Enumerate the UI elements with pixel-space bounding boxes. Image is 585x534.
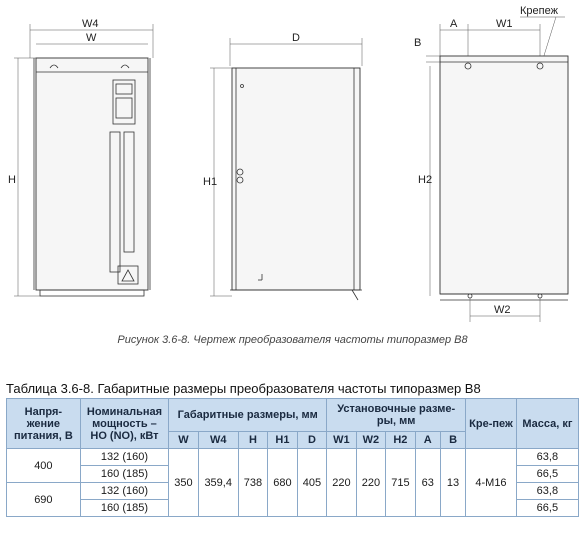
front-view: W4 W H: [8, 18, 154, 297]
voltage-cell: 400: [6, 448, 81, 483]
back-mount-label: Крепеж: [520, 5, 559, 17]
header-mounting: Установочные разме-ры, мм: [326, 398, 467, 432]
back-w2-label: W2: [494, 304, 511, 316]
table-subheader-row: W W4 H H1 D W1 W2 H2 A B: [7, 431, 579, 449]
side-h1-label: H1: [203, 176, 217, 188]
dim-a-cell: 63: [414, 448, 441, 517]
back-a-label: A: [450, 18, 458, 30]
mass-cell: 66,5: [515, 499, 580, 517]
table-row: 400 132 (160) 350 359,4 738 680 405 220 …: [6, 448, 580, 517]
subheader-w4: W4: [197, 431, 239, 449]
dim-h1-cell: 680: [267, 448, 298, 517]
subheader-w: W: [168, 431, 199, 449]
dim-b-cell: 13: [439, 448, 467, 517]
subheader-h2: H2: [385, 431, 416, 449]
subheader-w2: W2: [355, 431, 387, 449]
header-fastener: Кре-пеж: [465, 398, 517, 449]
power-cell: 160 (185): [79, 465, 170, 483]
back-h2-label: H2: [418, 174, 432, 186]
dim-w2-cell: 220: [355, 448, 387, 517]
dim-h-cell: 738: [237, 448, 269, 517]
header-mass: Масса, кг: [515, 398, 580, 449]
mass-cell: 63,8: [515, 448, 580, 466]
mass-cell: 63,8: [515, 482, 580, 500]
back-view: A W1 Крепеж B H2 W2: [414, 5, 569, 322]
dim-h2-cell: 715: [385, 448, 416, 517]
dim-d-cell: 405: [296, 448, 328, 517]
power-cell: 132 (160): [79, 448, 170, 466]
front-h-label: H: [8, 174, 16, 186]
front-w-label: W: [86, 32, 97, 44]
header-voltage: Напря-жение питания, В: [6, 398, 81, 449]
back-b-label: B: [414, 37, 421, 49]
side-d-label: D: [292, 32, 300, 44]
subheader-d: D: [296, 431, 328, 449]
dim-w1-cell: 220: [326, 448, 357, 517]
dimensions-table: Напря-жение питания, В Номинальная мощно…: [6, 398, 580, 517]
voltage-cell: 690: [6, 482, 81, 517]
table-title: Таблица 3.6-8. Габаритные размеры преобр…: [6, 381, 481, 396]
power-cell: 160 (185): [79, 499, 170, 517]
table-row: 160 (185) 66,5: [7, 499, 580, 517]
mass-cell: 66,5: [515, 465, 580, 483]
fastener-cell: 4-М16: [465, 448, 517, 517]
back-w1-label: W1: [496, 18, 513, 30]
front-w4-label: W4: [82, 18, 99, 30]
subheader-h: H: [237, 431, 269, 449]
dim-w4-cell: 359,4: [197, 448, 239, 517]
power-cell: 132 (160): [79, 482, 170, 500]
subheader-a: A: [414, 431, 441, 449]
figure-caption: Рисунок 3.6-8. Чертеж преобразователя ча…: [117, 334, 468, 346]
side-view: D H1: [203, 32, 363, 301]
dim-w-cell: 350: [168, 448, 199, 517]
subheader-b: B: [439, 431, 467, 449]
header-power: Номинальная мощность – НО (NO), кВт: [79, 398, 170, 449]
subheader-w1: W1: [326, 431, 357, 449]
technical-drawing: W4 W H D: [8, 5, 569, 322]
table-row: 160 (185) 66,5: [7, 465, 580, 483]
subheader-h1: H1: [267, 431, 298, 449]
table-header-row: Напря-жение питания, В Номинальная мощно…: [6, 398, 580, 449]
header-overall: Габаритные размеры, мм: [168, 398, 328, 432]
